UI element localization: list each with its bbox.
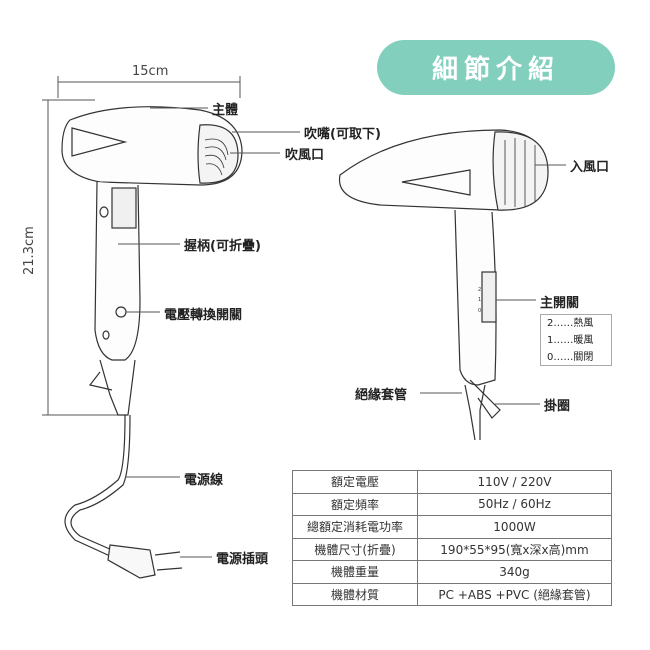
spec-key: 總額定消耗電功率 xyxy=(292,515,418,539)
spec-value: 1000W xyxy=(417,515,612,539)
height-dimension: 21.3cm xyxy=(22,226,37,275)
label-sleeve: 絕緣套管 xyxy=(355,388,408,403)
legend-position: 2 xyxy=(547,318,554,329)
switch-mark: 2 xyxy=(478,287,481,293)
spec-value: 340g xyxy=(417,560,612,584)
legend-dots: …… xyxy=(553,318,574,329)
legend-mode: 關閉 xyxy=(573,352,594,363)
legend-position: 1 xyxy=(547,335,554,346)
switch-marks: 2 1 0 xyxy=(478,287,481,314)
spec-value: 190*55*95(寬x深x高)mm xyxy=(417,537,612,561)
left-dryer xyxy=(61,106,243,579)
legend-row: 0……關閉 xyxy=(547,349,611,366)
label-outlet: 吹風口 xyxy=(285,148,325,163)
spec-key: 機體材質 xyxy=(292,582,418,606)
width-dimension-line xyxy=(57,76,241,98)
spec-value: 110V / 220V xyxy=(417,470,612,494)
spec-key: 機體重量 xyxy=(292,560,418,584)
spec-key: 額定頻率 xyxy=(292,492,418,516)
height-dimension-line xyxy=(42,99,120,416)
label-hang-loop: 掛圈 xyxy=(544,399,571,414)
label-inlet: 入風口 xyxy=(570,160,610,175)
right-dryer xyxy=(338,129,549,441)
legend-row: 1……暖風 xyxy=(547,332,611,349)
label-body: 主體 xyxy=(212,103,239,118)
label-handle: 握柄(可折疊) xyxy=(184,239,261,254)
label-main-switch: 主開關 xyxy=(540,296,580,311)
label-plug: 電源插頭 xyxy=(216,552,269,567)
width-dimension: 15cm xyxy=(132,64,169,79)
label-cord: 電源線 xyxy=(184,473,224,488)
legend-mode: 熱風 xyxy=(573,318,594,329)
switch-mark: 0 xyxy=(478,308,481,314)
label-voltage-switch: 電壓轉換開關 xyxy=(164,308,243,323)
legend-mode: 暖風 xyxy=(573,335,594,346)
legend-position: 0 xyxy=(547,352,554,363)
table-row: 機體尺寸(折疊)190*55*95(寬x深x高)mm xyxy=(292,537,612,561)
spec-key: 額定電壓 xyxy=(292,470,418,494)
spec-value: PC +ABS +PVC (絕緣套管) xyxy=(417,582,612,606)
section-title-badge: 細節介紹 xyxy=(377,40,615,95)
spec-key: 機體尺寸(折疊) xyxy=(292,537,418,561)
switch-mark: 1 xyxy=(478,297,481,303)
label-nozzle: 吹嘴(可取下) xyxy=(304,127,381,142)
legend-row: 2……熱風 xyxy=(547,315,611,332)
spec-value: 50Hz / 60Hz xyxy=(417,492,612,516)
leader-lines xyxy=(118,107,566,558)
legend-dots: …… xyxy=(553,335,574,346)
legend-dots: …… xyxy=(553,352,574,363)
switch-legend: 2……熱風 1……暖風 0……關閉 xyxy=(540,314,612,366)
